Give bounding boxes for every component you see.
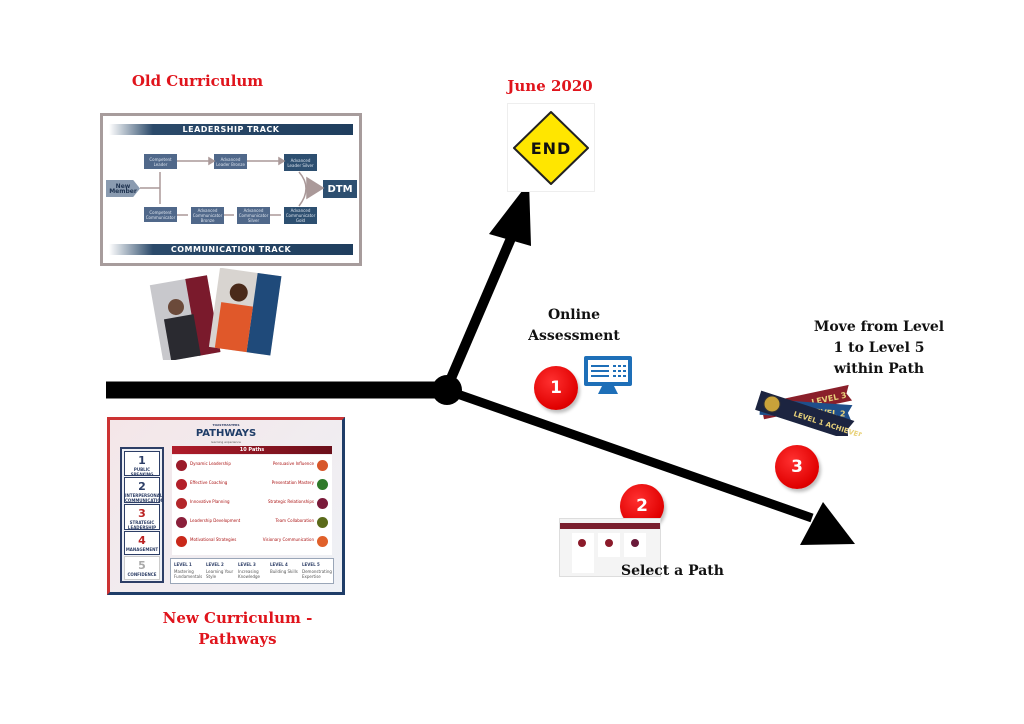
pathways-title: PATHWAYS <box>195 428 257 439</box>
old-curriculum-title: Old Curriculum <box>131 72 264 90</box>
step-3-label-line1: Move from Level <box>813 319 945 335</box>
path-left-item: Effective Coaching <box>190 480 228 485</box>
select-path-website-image <box>559 518 661 577</box>
old-manuals-image <box>149 268 282 360</box>
path-icon <box>176 460 187 471</box>
junction-dot <box>432 375 462 405</box>
new-curriculum-title-line1: New Curriculum - <box>162 609 313 627</box>
level-desc: Learning Your Style <box>206 569 234 579</box>
step-1-label-line1: Online <box>547 307 601 323</box>
node-advanced-communicator-silver: Advanced Communicator Silver <box>237 207 270 224</box>
path-icon <box>317 479 328 490</box>
end-sign-icon <box>513 111 589 185</box>
end-sign-label: END <box>530 139 572 158</box>
path-left-item: Motivational Strategies <box>190 537 237 542</box>
pathways-brand: TOASTMASTERS <box>212 423 240 427</box>
step-2-label: Select a Path <box>621 563 724 579</box>
path-left-item: Innovative Planning <box>190 499 230 504</box>
level-desc: Mastering Fundamentals <box>174 569 203 579</box>
branch-new-line <box>444 385 814 523</box>
level-name: LEVEL 1 <box>174 562 192 567</box>
paths-header: 10 Paths <box>172 446 332 454</box>
path-right-item: Strategic Relationships <box>268 499 314 504</box>
pathways-subtitle: learning experience <box>211 440 241 444</box>
level-ribbons-image: LEVEL 3 LEVEL 2 LEVEL 1 ACHIEVED <box>755 384 862 436</box>
level-name: LEVEL 2 <box>206 562 224 567</box>
path-right-item: Visionary Communication <box>262 537 314 542</box>
end-date-label: June 2020 <box>507 77 593 95</box>
end-sign: END <box>507 103 595 192</box>
path-icon <box>317 460 328 471</box>
path-right-item: Presentation Mastery <box>271 480 314 485</box>
arrowhead-up <box>489 182 531 246</box>
branch-old-line <box>441 234 517 392</box>
communication-track-band: COMMUNICATION TRACK <box>109 244 353 255</box>
arrowhead-right <box>800 502 855 545</box>
path-right-item: Persuasive Influence <box>272 461 314 466</box>
level-name: LEVEL 5 <box>302 562 320 567</box>
levels-strip <box>170 558 334 584</box>
path-icon <box>176 517 187 528</box>
computer-monitor-icon <box>584 356 632 394</box>
node-new-member: New Member <box>106 180 140 197</box>
node-competent-communicator: Competent Communicator <box>144 207 177 222</box>
step-1-label-line2: Assessment <box>528 328 620 344</box>
path-right-item: Team Collaboration <box>275 518 314 523</box>
node-advanced-communicator-gold: Advanced Communicator Gold <box>284 207 317 224</box>
level-name: LEVEL 3 <box>238 562 256 567</box>
leadership-track-band: LEADERSHIP TRACK <box>109 124 353 135</box>
path-icon <box>317 536 328 547</box>
old-chart-connectors <box>140 156 325 216</box>
path-icon <box>176 498 187 509</box>
pathways-overview-image: TOASTMASTERS PATHWAYS learning experienc… <box>107 417 345 595</box>
node-dtm: DTM <box>323 180 357 198</box>
level-desc: Building Skills <box>270 569 298 574</box>
path-left-item: Leadership Development <box>190 518 241 523</box>
new-curriculum-title-line2: Pathways <box>198 630 277 648</box>
node-advanced-leader-silver: Advanced Leader Silver <box>284 154 317 171</box>
step-3-label-line3: within Path <box>833 361 925 377</box>
level-desc: Increasing Knowledge <box>238 569 260 579</box>
step-1-label: Online Assessment <box>515 305 633 347</box>
path-icon <box>176 479 187 490</box>
path-icon <box>176 536 187 547</box>
step-3-badge: 3 <box>775 445 819 489</box>
step-3-label-line2: 1 to Level 5 <box>833 340 925 356</box>
step-3-label: Move from Level 1 to Level 5 within Path <box>805 317 953 380</box>
path-icon <box>317 517 328 528</box>
path-left-item: Dynamic Leadership <box>190 461 231 466</box>
node-advanced-leader-bronze: Advanced Leader Bronze <box>214 154 247 169</box>
step-1-badge: 1 <box>534 366 578 410</box>
toastmasters-emblem-icon <box>763 395 781 413</box>
node-competent-leader: Competent Leader <box>144 154 177 169</box>
paths-panel <box>172 455 332 555</box>
path-icon <box>317 498 328 509</box>
old-curriculum-chart: LEADERSHIP TRACK Competent Leader Advanc… <box>100 113 362 266</box>
new-curriculum-title: New Curriculum - Pathways <box>150 608 325 650</box>
level-name: LEVEL 4 <box>270 562 288 567</box>
level-desc: Demonstrating Expertise <box>302 569 332 579</box>
node-advanced-communicator-bronze: Advanced Communicator Bronze <box>191 207 224 224</box>
